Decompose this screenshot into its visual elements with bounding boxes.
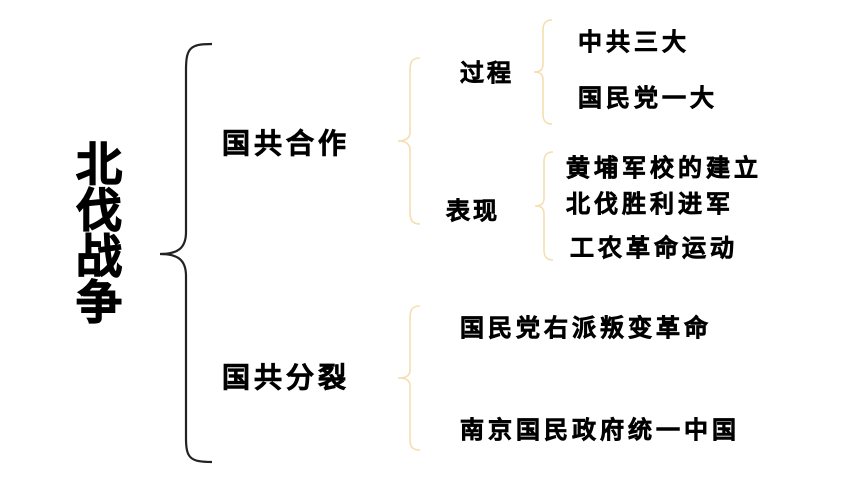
leaf-nanjing-unification: 南京国民政府统一中国 <box>460 416 740 444</box>
split-bracket <box>397 305 421 451</box>
branch-cooperation: 国共合作 <box>222 127 351 160</box>
leaf-whampoa: 黄埔军校的建立 <box>566 154 762 183</box>
manifestation-bracket <box>534 151 554 261</box>
leaf-northern-advance: 北伐胜利进军 <box>566 190 734 219</box>
root-bracket <box>159 42 213 464</box>
node-manifestation: 表现 <box>446 197 500 225</box>
cooperation-bracket <box>397 57 421 225</box>
root-title: 北伐战争 <box>68 139 123 324</box>
node-process: 过程 <box>460 59 514 87</box>
branch-split: 国共分裂 <box>222 361 351 394</box>
leaf-worker-peasant-movement: 工农革命运动 <box>570 234 738 262</box>
leaf-kmt-right-betrayal: 国民党右派叛变革命 <box>460 314 712 342</box>
process-bracket <box>533 19 553 125</box>
leaf-kmt-first-congress: 国民党一大 <box>578 84 718 112</box>
leaf-ccp-third-congress: 中共三大 <box>578 28 690 56</box>
manifestation-items: 黄埔军校的建立 北伐胜利进军 <box>566 150 762 222</box>
